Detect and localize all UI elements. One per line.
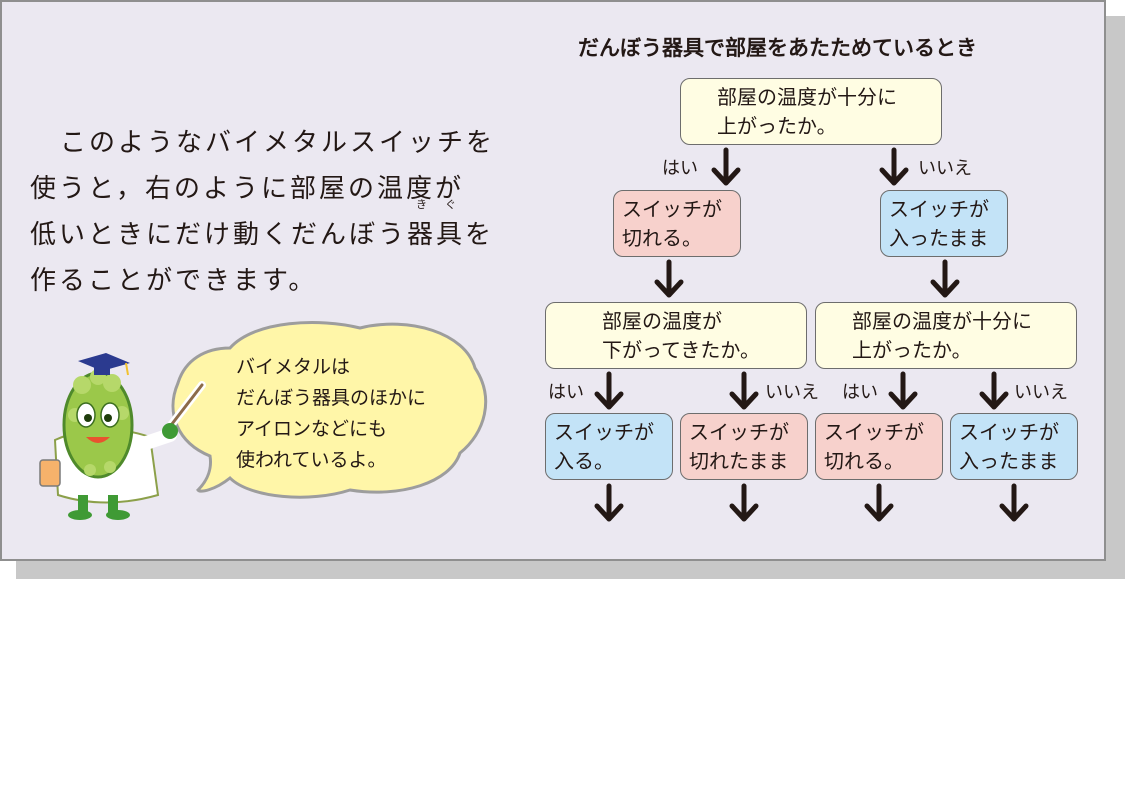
result-stays-on-line-2: 入ったまま (959, 449, 1059, 473)
scientist-mascot-icon (39, 353, 206, 520)
switch-off-1-line-1: スイッチが (622, 197, 722, 221)
question-warmed-line-2: 上がったか。 (852, 338, 972, 362)
down-arrow-icon (879, 147, 909, 186)
question-warmed-box: 部屋の温度が十分に 上がったか。 (815, 302, 1077, 369)
intro-line-3-start: 低いときにだけ動くだんぼう (30, 220, 408, 250)
down-arrow-icon (729, 483, 759, 522)
speech-bubble-icon (171, 321, 488, 499)
question-cooled-line-2: 下がってきたか。 (602, 338, 760, 362)
switch-stays-on-line-2: 入ったまま (889, 226, 989, 250)
root-question-box: 部屋の温度が十分に 上がったか。 (680, 78, 942, 145)
bubble-line-1: バイメタルは (236, 356, 351, 378)
result-off-line-2: 切れる。 (824, 449, 904, 473)
result-stays-off-box: スイッチが 切れたまま (680, 413, 808, 480)
intro-line-1: このようなバイメタルスイッチを (60, 128, 496, 158)
down-arrow-icon (654, 259, 684, 298)
question-cooled-line-1: 部屋の温度が (602, 309, 722, 333)
bubble-line-4: 使われているよ。 (236, 449, 387, 471)
down-arrow-icon (979, 371, 1009, 410)
ruby-reading-gu: ぐ (445, 198, 457, 211)
ruby-ki: き器 (407, 198, 437, 251)
cooled-no-label: いいえ (765, 382, 819, 403)
warmed-no-label: いいえ (1014, 382, 1068, 403)
root-yes-label: はい (662, 158, 698, 179)
cooled-yes-label: はい (548, 382, 584, 403)
warmed-yes-label: はい (842, 382, 878, 403)
intro-line-3: 低いときにだけ動くだんぼうき器ぐ具を (30, 198, 495, 251)
result-off-line-1: スイッチが (824, 420, 924, 444)
result-stays-off-line-2: 切れたまま (689, 449, 789, 473)
intro-line-2: 使うと，右のように部屋の温度が (30, 174, 464, 204)
switch-off-1-line-2: 切れる。 (622, 226, 702, 250)
root-question-line-2: 上がったか。 (717, 114, 837, 138)
result-on-line-1: スイッチが (554, 420, 654, 444)
result-on-box: スイッチが 入る。 (545, 413, 673, 480)
question-warmed-line-1: 部屋の温度が十分に (852, 309, 1032, 333)
diagram-title: だんぼう器具で部屋をあたためているとき (578, 36, 977, 60)
result-off-box: スイッチが 切れる。 (815, 413, 943, 480)
down-arrow-icon (864, 483, 894, 522)
down-arrow-icon (594, 483, 624, 522)
root-question-line-1: 部屋の温度が十分に (717, 85, 897, 109)
bubble-line-2: だんぼう器具のほかに (236, 387, 427, 409)
down-arrow-icon (888, 371, 918, 410)
ruby-base-ki: 器 (407, 220, 437, 250)
question-cooled-box: 部屋の温度が 下がってきたか。 (545, 302, 807, 369)
switch-off-box-1: スイッチが 切れる。 (613, 190, 741, 257)
ruby-reading-ki: き (416, 198, 428, 211)
intro-line-3-end: を (465, 220, 495, 250)
down-arrow-icon (930, 259, 960, 298)
intro-line-4: 作ることができます。 (30, 266, 318, 296)
down-arrow-icon (729, 371, 759, 410)
down-arrow-icon (711, 147, 741, 186)
switch-stays-on-box: スイッチが 入ったまま (880, 190, 1008, 257)
result-on-line-2: 入る。 (554, 449, 614, 473)
root-no-label: いいえ (918, 158, 972, 179)
result-stays-off-line-1: スイッチが (689, 420, 789, 444)
ruby-base-gu: 具 (436, 220, 466, 250)
result-stays-on-box: スイッチが 入ったまま (950, 413, 1078, 480)
speech-bubble-text: バイメタルは だんぼう器具のほかに アイロンなどにも 使われているよ。 (236, 352, 426, 476)
down-arrow-icon (594, 371, 624, 410)
bubble-line-3: アイロンなどにも (236, 418, 388, 440)
result-stays-on-line-1: スイッチが (959, 420, 1059, 444)
ruby-gu: ぐ具 (436, 198, 466, 251)
switch-stays-on-line-1: スイッチが (889, 197, 989, 221)
down-arrow-icon (999, 483, 1029, 522)
